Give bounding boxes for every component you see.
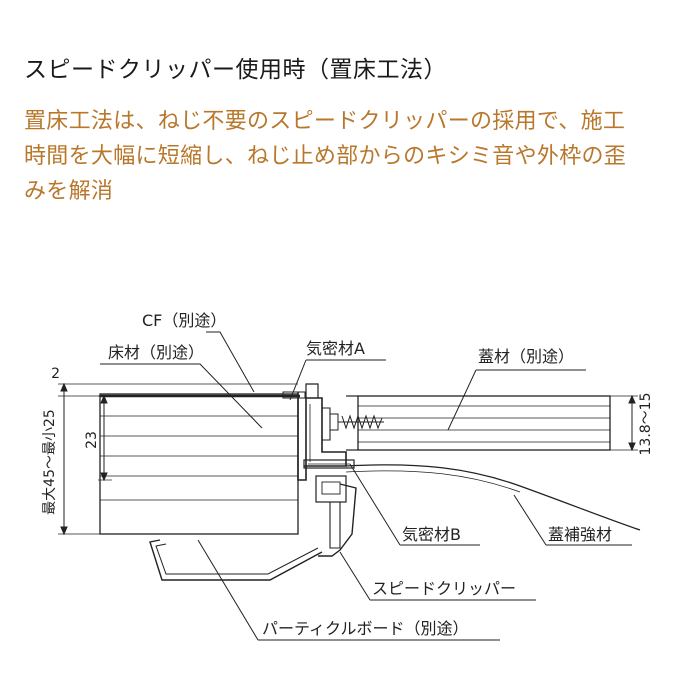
label-lid-reinforcement: 蓋補強材 [548,525,612,544]
dimension-lines [58,382,638,536]
screw [329,413,384,431]
lid-material-block [357,395,611,451]
description-line-2: 時間を大幅に短縮し、ねじ止め部からのキシミ音や外枠の歪 [24,144,627,169]
leader-lines [100,331,632,641]
label-airtight-b: 気密材B [402,525,461,544]
page-title: スピードクリッパー使用時（置床工法） [24,57,447,83]
lid-reinforcement [345,464,641,531]
description-line-1: 置床工法は、ねじ不要のスピードクリッパーの採用で、施工 [24,109,626,134]
speed-clipper [318,483,357,557]
diagram-drawing [99,383,641,581]
dim-lid-height: 13.8～15 [638,393,654,456]
dim-total-height: 最大45～最小25 [42,409,58,515]
label-cf: CF（別途） [142,311,226,330]
clip-holder [315,475,347,503]
dim-top-gap: 2 [51,366,60,382]
frame-profile [297,392,347,481]
label-floor-material: 床材（別途） [108,343,204,362]
airtight-b-seal [303,459,355,469]
label-airtight-a: 気密材A [306,339,365,358]
label-particle-board: パーティクルボード（別途） [262,619,469,638]
particle-board-bracket [149,539,323,581]
description-line-3: みを解消 [24,179,114,204]
description: 置床工法は、ねじ不要のスピードクリッパーの採用で、施工 時間を大幅に短縮し、ねじ… [24,104,684,209]
floor-material-block [99,393,299,535]
dim-inner-height: 23 [84,431,100,449]
label-speed-clipper: スピードクリッパー [372,579,516,598]
label-lid-material: 蓋材（別途） [478,347,574,366]
